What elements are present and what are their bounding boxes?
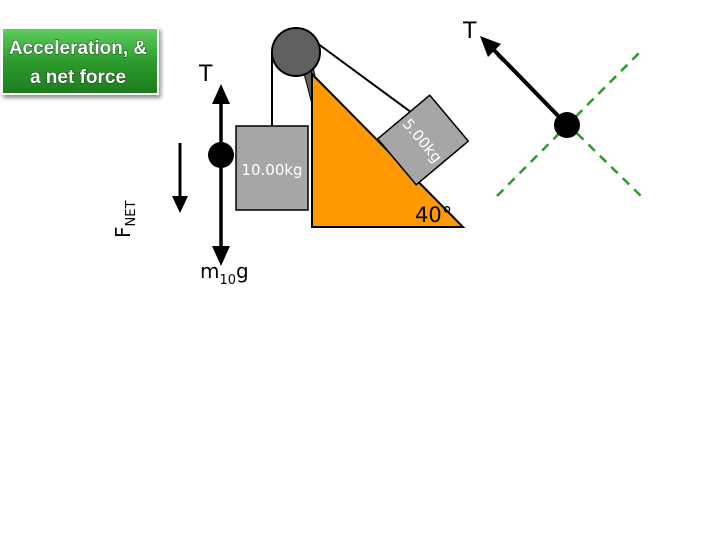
incline-block-body <box>376 94 470 186</box>
title-badge: Acceleration, & a net force <box>1 27 159 95</box>
incline-angle-label: 40° <box>415 203 452 227</box>
fbd-tension-arrow-head <box>480 36 501 57</box>
weight-arrow-head <box>212 246 230 266</box>
pulley-wheel <box>271 27 321 77</box>
hanging-fbd: T m10g <box>198 62 249 288</box>
tension-arrow-head <box>212 84 230 104</box>
hanging-point-mass <box>208 142 234 168</box>
weight-label: m10g <box>200 259 249 288</box>
hanging-mass-label: 10.00kg <box>241 161 302 179</box>
net-force-label: FNET <box>111 201 139 238</box>
net-force-indicator: FNET <box>111 143 188 238</box>
incline-block: 5.00kg <box>376 94 470 186</box>
fbd-tension-label: T <box>462 19 477 44</box>
title-background <box>1 27 159 95</box>
hanging-block <box>235 125 309 211</box>
title-line-2: a net force <box>30 67 126 88</box>
fbd-tension-arrow-line <box>491 47 569 127</box>
incline-fbd: T <box>462 19 643 198</box>
net-force-arrow-head <box>172 196 188 213</box>
tension-label: T <box>198 62 213 87</box>
title-line-1: Acceleration, & <box>9 38 148 59</box>
incline-point-mass <box>554 112 580 138</box>
